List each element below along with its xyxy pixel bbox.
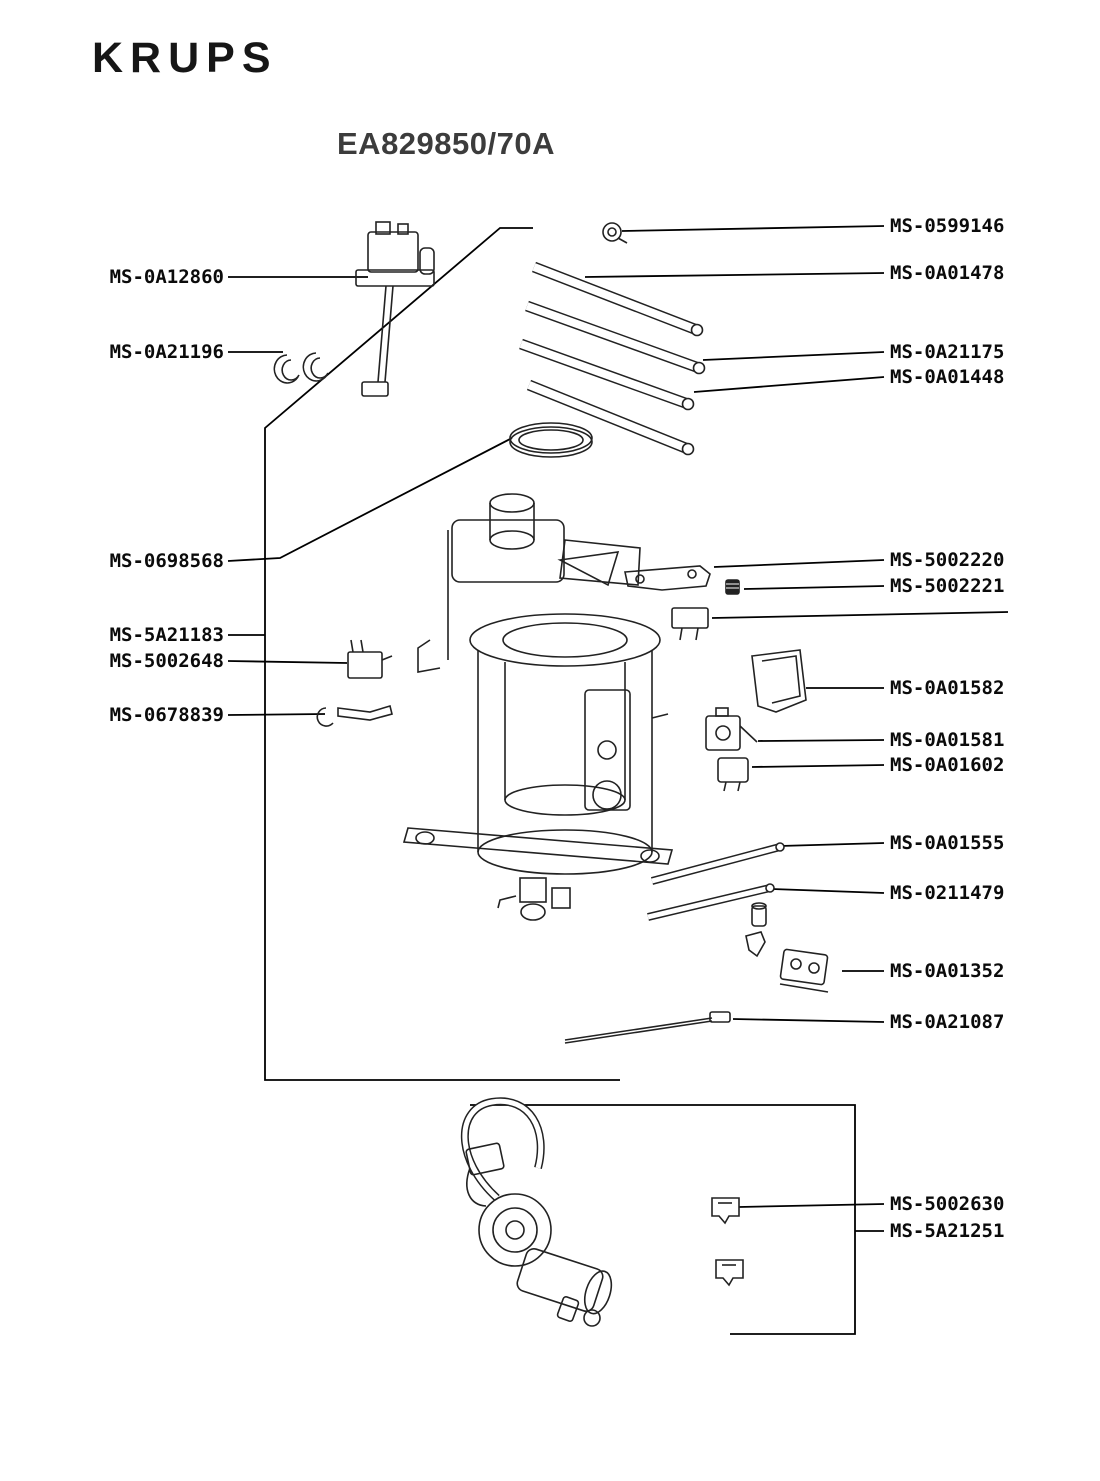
- inlet-connector: [745, 902, 767, 958]
- solenoid-valve-assembly: [355, 221, 435, 397]
- part-label-MS-5A21183: MS-5A21183: [109, 624, 224, 646]
- part-label-MS-0A01352: MS-0A01352: [890, 960, 1005, 982]
- part-label-MS-0A01581: MS-0A01581: [890, 729, 1005, 751]
- lever-part: [316, 704, 393, 727]
- part-label-MS-0A01555: MS-0A01555: [890, 832, 1005, 854]
- micro-switch: [347, 639, 393, 679]
- part-label-MS-0A01448: MS-0A01448: [890, 366, 1005, 388]
- valve-block: [705, 707, 758, 751]
- part-label-MS-0A21087: MS-0A21087: [890, 1011, 1005, 1033]
- part-label-MS-5002220: MS-5002220: [890, 549, 1005, 571]
- leader-lines: [227, 225, 1009, 1335]
- screw-nut: [602, 222, 628, 244]
- support-bracket: [624, 565, 711, 591]
- clip-switch-1: [711, 1197, 740, 1225]
- part-label-MS-0A21196: MS-0A21196: [109, 341, 224, 363]
- hose-clips: [273, 352, 329, 384]
- part-label-MS-0599146: MS-0599146: [890, 215, 1005, 237]
- flow-switch: [779, 948, 829, 993]
- terminal-block: [671, 607, 709, 641]
- tube-1: [532, 261, 704, 337]
- connector-block: [717, 757, 749, 792]
- gasket-ring: [509, 422, 593, 458]
- pump-assembly: [460, 1097, 613, 1327]
- part-label-MS-5A21251: MS-5A21251: [890, 1220, 1005, 1242]
- tube-6: [647, 883, 775, 921]
- part-label-MS-0211479: MS-0211479: [890, 882, 1005, 904]
- part-label-MS-5002630: MS-5002630: [890, 1193, 1005, 1215]
- part-label-MS-0A01582: MS-0A01582: [890, 677, 1005, 699]
- part-label-MS-0A21175: MS-0A21175: [890, 341, 1005, 363]
- part-label-MS-5002221: MS-5002221: [890, 575, 1005, 597]
- brew-unit-assembly: [402, 493, 674, 921]
- tube-2: [525, 300, 706, 375]
- part-label-MS-5002648: MS-5002648: [109, 650, 224, 672]
- clip-switch-2: [715, 1259, 744, 1287]
- tube-5: [650, 842, 785, 885]
- diagram-title: EA829850/70A: [337, 126, 555, 161]
- tube-4: [526, 379, 695, 456]
- part-label-MS-0A01478: MS-0A01478: [890, 262, 1005, 284]
- brand-logo: KRUPS: [92, 34, 278, 82]
- part-label-MS-0678839: MS-0678839: [109, 704, 224, 726]
- part-label-MS-0698568: MS-0698568: [109, 550, 224, 572]
- part-label-MS-0A12860: MS-0A12860: [109, 266, 224, 288]
- wire-harness: [564, 1011, 731, 1044]
- coffee-chute: [751, 649, 807, 713]
- part-label-MS-0A01602: MS-0A01602: [890, 754, 1005, 776]
- tube-3: [519, 338, 695, 411]
- diagram-art: [273, 221, 829, 1327]
- knurled-screw: [725, 579, 740, 595]
